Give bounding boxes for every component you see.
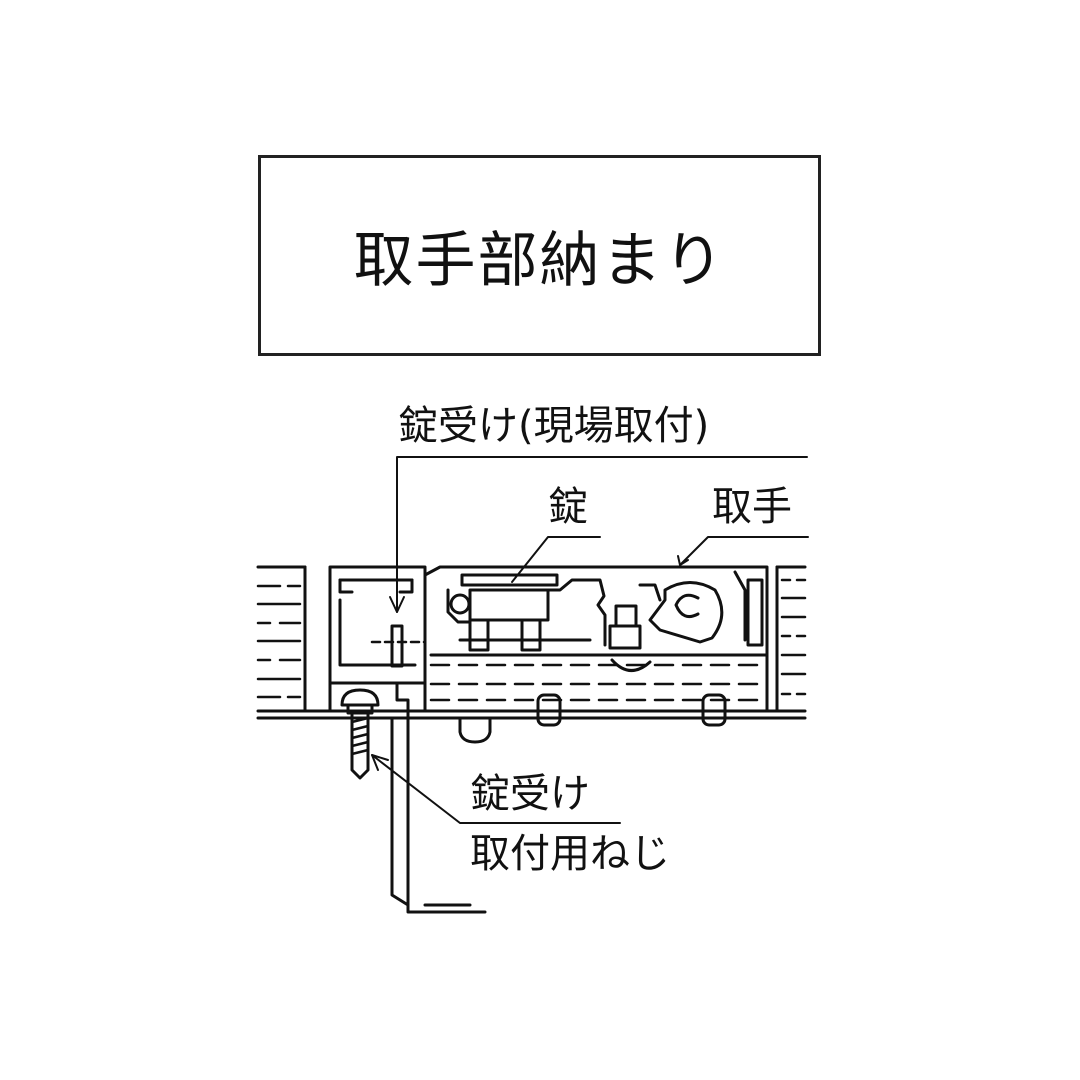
base-plates <box>256 709 807 720</box>
handle-body <box>423 565 769 713</box>
right-wall-panel <box>775 565 807 713</box>
handle-bumpers <box>458 693 727 744</box>
mounting-screw <box>340 688 380 780</box>
lock-mechanism <box>446 573 652 672</box>
diagram-title: 取手部納まり <box>353 226 726 296</box>
handle-cam <box>638 581 724 644</box>
label-handle: 取手 <box>712 484 792 530</box>
label-lock-receiver-onsite: 錠受け(現場取付) <box>398 403 710 449</box>
leader-lines <box>371 456 809 824</box>
label-lock: 錠 <box>548 484 588 530</box>
label-screw-line1: 錠受け <box>470 771 590 817</box>
title-box: 取手部納まり <box>258 155 821 356</box>
label-screw-line2: 取付用ねじ <box>470 831 670 877</box>
left-wall-panel <box>256 565 307 713</box>
